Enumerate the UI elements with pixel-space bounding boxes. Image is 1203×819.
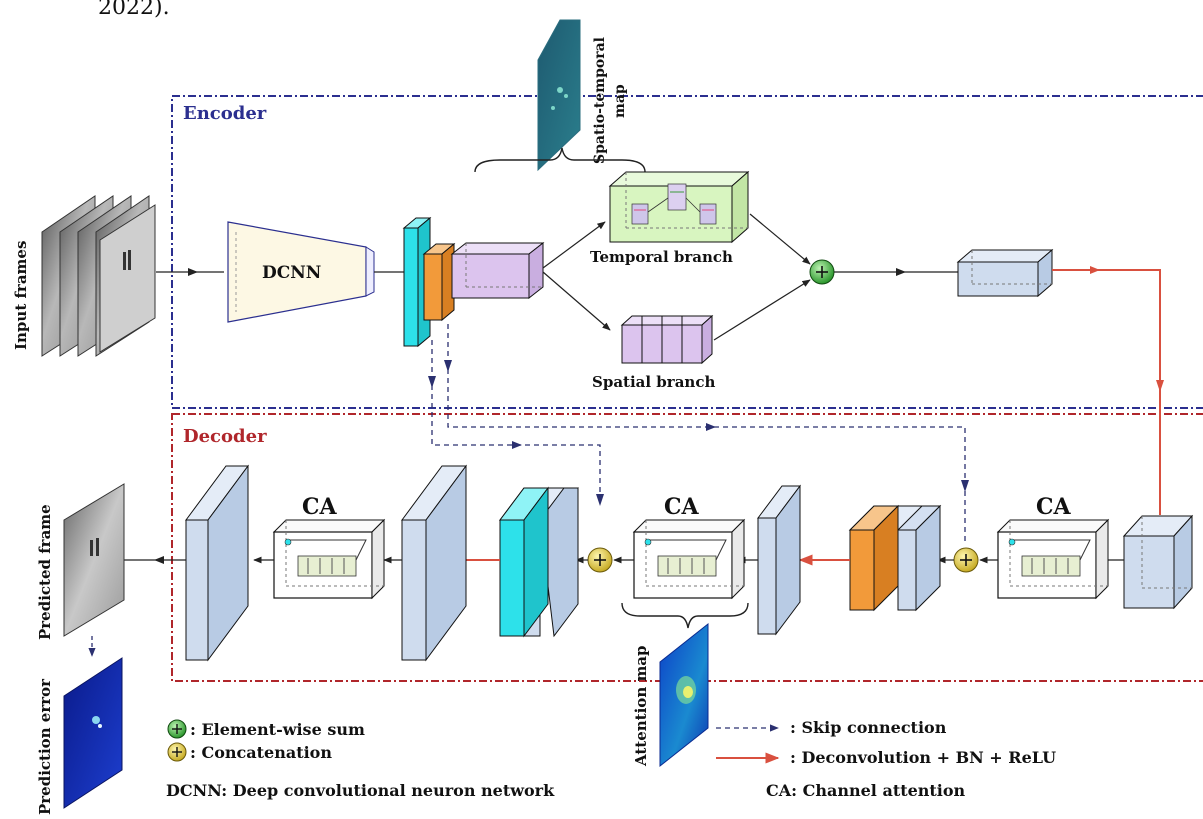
dcnn-block [227, 221, 375, 323]
legend-sum-icon [167, 719, 187, 739]
spatio-temporal-brace [474, 147, 646, 173]
encoder-sum-node [809, 259, 835, 285]
encoder-title: Encoder [183, 103, 267, 124]
ca-block-1 [272, 518, 386, 600]
spatio-temporal-map-image [537, 19, 581, 172]
legend-sum-text: : Element-wise sum [190, 720, 365, 739]
decoder-slab-1 [401, 464, 467, 662]
ca-block-2 [632, 518, 746, 600]
decoder-block-start [1122, 514, 1194, 610]
decoder-slab-0 [185, 464, 249, 662]
ca-label-2: CA [664, 494, 700, 520]
legend-concat-icon [167, 742, 187, 762]
attention-map-label: Attention map [632, 645, 650, 767]
input-frames-label: Input frames [12, 241, 30, 350]
prediction-error-label: Prediction error [36, 678, 54, 815]
temporal-branch-block [608, 170, 750, 244]
attention-brace [621, 602, 749, 629]
ca-label-1: CA [302, 494, 338, 520]
legend-dcnn-text: DCNN: Deep convolutional neuron network [166, 781, 555, 800]
concat-node-right [953, 547, 979, 573]
encoder-bottleneck-block [956, 248, 1054, 298]
arrow-spatial-to-sum [713, 279, 811, 341]
dcnn-label: DCNN [262, 263, 321, 283]
decoder-cyan-block [499, 486, 579, 638]
attention-map-image [659, 622, 709, 768]
arrow-temporal-to-sum [749, 213, 811, 265]
decoder-slab-2 [757, 484, 801, 636]
encoder-feature-orange [422, 242, 456, 322]
prediction-error-image [63, 657, 123, 809]
legend-ca-text: CA: Channel attention [766, 781, 966, 800]
spatial-branch-block [620, 314, 714, 365]
temporal-branch-label: Temporal branch [590, 248, 733, 266]
decoder-title: Decoder [183, 426, 267, 447]
concat-node-left [587, 547, 613, 573]
header-fragment: 2022). [98, 0, 170, 20]
encoder-region [171, 95, 1203, 409]
spatio-temporal-map-label-2: map [612, 84, 628, 118]
decoder-orange-block [848, 504, 942, 612]
spatial-branch-label: Spatial branch [592, 373, 715, 391]
ca-label-3: CA [1036, 494, 1072, 520]
input-frames-stack [41, 195, 156, 357]
arrow-to-temporal [542, 221, 606, 269]
deconv-path-bridge [1052, 269, 1161, 515]
legend-skip-text: : Skip connection [790, 718, 947, 737]
spatio-temporal-map-label-1: Spatio-temporal [592, 37, 608, 164]
predicted-frame-label: Predicted frame [36, 504, 54, 640]
legend-deconv-text: : Deconvolution + BN + ReLU [790, 748, 1056, 767]
predicted-frame-image [63, 483, 125, 637]
ca-block-3 [996, 518, 1110, 600]
arrow-to-spatial [542, 271, 611, 331]
legend-concat-text: : Concatenation [190, 743, 332, 762]
encoder-feature-purple [450, 241, 545, 300]
